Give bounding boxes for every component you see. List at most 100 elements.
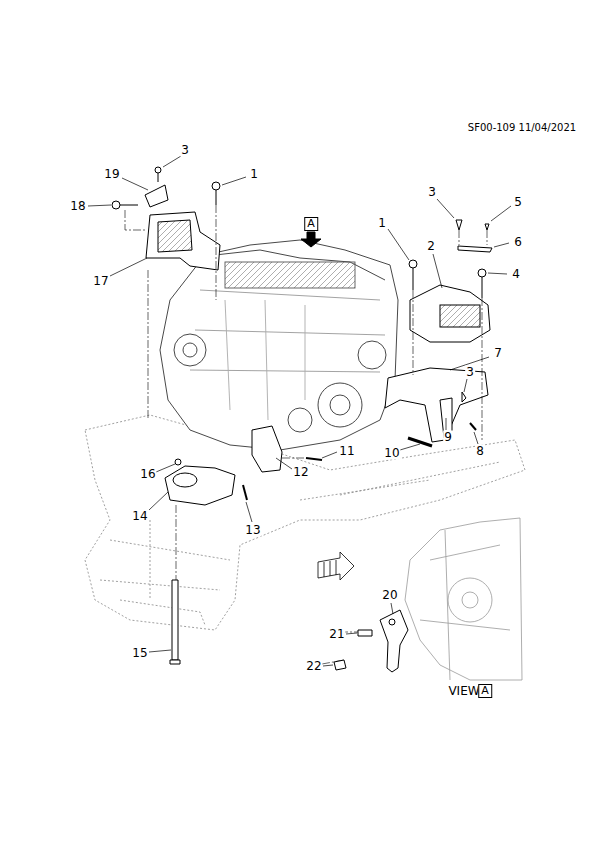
left-mount bbox=[155, 167, 161, 173]
leader-lines bbox=[494, 243, 509, 247]
callout-number: 3 bbox=[180, 144, 190, 157]
right-mount bbox=[409, 260, 417, 268]
callout-number: 16 bbox=[139, 468, 156, 481]
bracket-20 bbox=[389, 619, 395, 625]
bracket-20 bbox=[334, 610, 408, 672]
right-mount bbox=[485, 224, 489, 230]
lower-mount bbox=[165, 426, 322, 664]
callout-number: 1 bbox=[249, 168, 259, 181]
leader-lines bbox=[122, 178, 148, 190]
callout-number: 17 bbox=[92, 275, 109, 288]
bracket-7 bbox=[462, 392, 466, 402]
bracket-7 bbox=[385, 368, 488, 446]
left-mount bbox=[112, 201, 120, 209]
engine-block bbox=[318, 383, 362, 427]
callout-number: 3 bbox=[465, 366, 475, 379]
left-mount bbox=[145, 185, 168, 207]
leader-lines bbox=[433, 254, 442, 288]
callout-number: 15 bbox=[131, 647, 148, 660]
view-letter: A bbox=[307, 217, 315, 230]
right-mount bbox=[440, 305, 480, 327]
drawing-number: SF00-109 11/04/2021 bbox=[467, 121, 577, 134]
view-a-arrow bbox=[318, 552, 354, 580]
leader-lines bbox=[88, 205, 111, 206]
callout-number: 20 bbox=[381, 589, 398, 602]
leader-lines bbox=[149, 650, 171, 652]
leader-lines bbox=[400, 444, 420, 450]
bracket-20 bbox=[358, 630, 372, 636]
bracket-20 bbox=[334, 660, 346, 670]
lower-mount bbox=[306, 458, 322, 460]
leader-lines bbox=[149, 492, 168, 510]
alignment-lines bbox=[148, 270, 149, 420]
callout-number: 18 bbox=[69, 200, 86, 213]
left-mount bbox=[146, 212, 220, 270]
subframe bbox=[120, 520, 205, 625]
engine-block bbox=[160, 240, 398, 450]
engine-block bbox=[288, 408, 312, 432]
callout-number: 21 bbox=[328, 628, 345, 641]
alignment-lines bbox=[216, 205, 217, 300]
alignment-lines bbox=[176, 505, 177, 580]
bracket-7 bbox=[470, 423, 476, 430]
callout-number: VIEW bbox=[447, 685, 480, 698]
transmission bbox=[462, 592, 478, 608]
right-mount bbox=[458, 246, 492, 252]
leader-lines bbox=[437, 199, 454, 218]
callout-number: 22 bbox=[305, 660, 322, 673]
bracket-20 bbox=[380, 610, 408, 672]
left-mount bbox=[158, 173, 159, 182]
lower-mount bbox=[170, 660, 180, 664]
view-box: A bbox=[478, 684, 492, 698]
alignment-lines bbox=[482, 298, 483, 440]
left-mount bbox=[120, 205, 138, 206]
callout-number: 7 bbox=[493, 347, 503, 360]
bracket-7 bbox=[385, 368, 488, 442]
callout-number: 9 bbox=[443, 431, 453, 444]
callout-number: 13 bbox=[244, 524, 261, 537]
leader-lines bbox=[222, 177, 246, 185]
callout-number: 14 bbox=[131, 510, 148, 523]
leader-lines bbox=[88, 156, 511, 666]
callout-number: 11 bbox=[338, 445, 355, 458]
engine-block bbox=[174, 334, 206, 366]
transmission bbox=[405, 518, 522, 680]
callout-number: 19 bbox=[103, 168, 120, 181]
leader-lines bbox=[246, 502, 252, 522]
left-mount bbox=[216, 190, 217, 205]
right-mount bbox=[478, 269, 486, 277]
right-mount bbox=[409, 220, 492, 342]
right-mount bbox=[456, 220, 462, 230]
subframe bbox=[85, 415, 525, 630]
leader-lines bbox=[446, 418, 447, 430]
leader-lines bbox=[488, 273, 507, 274]
leader-lines bbox=[388, 229, 409, 260]
callout-number: 12 bbox=[292, 466, 309, 479]
leader-lines bbox=[323, 665, 333, 666]
lower-mount bbox=[173, 473, 197, 487]
alignment-lines bbox=[282, 458, 306, 459]
callout-number: 6 bbox=[513, 236, 523, 249]
left-mount bbox=[158, 220, 192, 252]
left-mount bbox=[212, 182, 220, 190]
alignment-lines bbox=[125, 210, 147, 230]
right-mount bbox=[410, 285, 490, 342]
leader-lines bbox=[163, 156, 181, 167]
callout-number: 4 bbox=[511, 268, 521, 281]
callout-number: 10 bbox=[383, 447, 400, 460]
engine-block bbox=[183, 343, 197, 357]
callout-number: 2 bbox=[426, 240, 436, 253]
transmission bbox=[405, 518, 522, 680]
view-a-arrow bbox=[324, 560, 336, 577]
engine-block bbox=[160, 240, 398, 450]
bracket-7 bbox=[408, 438, 432, 446]
lower-mount bbox=[175, 459, 181, 465]
leader-lines bbox=[276, 458, 292, 469]
lower-mount bbox=[172, 580, 178, 660]
leader-lines bbox=[346, 633, 357, 634]
leader-lines bbox=[474, 432, 478, 444]
engine-block bbox=[190, 290, 385, 372]
right-mount bbox=[482, 277, 483, 298]
arrow-a bbox=[301, 232, 321, 247]
leader-lines bbox=[464, 379, 467, 392]
